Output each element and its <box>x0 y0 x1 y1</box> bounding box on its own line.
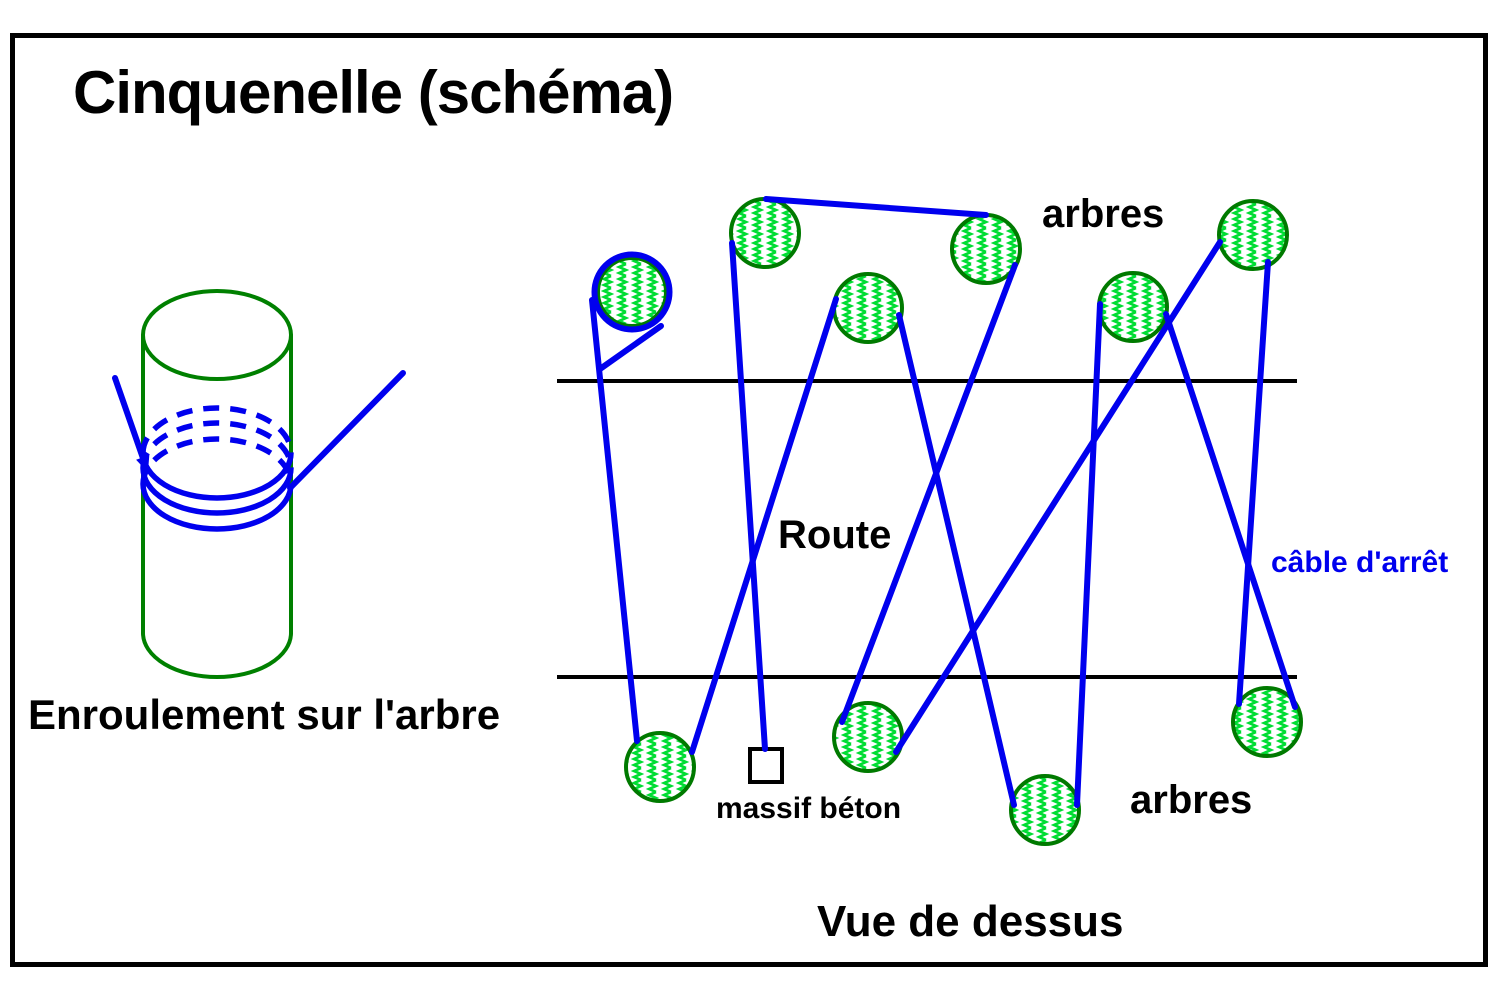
cable-segment-tree-b2-tree-t6 <box>893 239 1223 755</box>
cable-segment-tree-t2-tree-t4 <box>763 196 989 218</box>
trees-label-bottom: arbres <box>1130 778 1253 822</box>
page-title: Cinquenelle (schéma) <box>73 59 674 126</box>
top-view-caption: Vue de dessus <box>817 897 1124 946</box>
tree-t3 <box>832 272 904 344</box>
tree-t5 <box>1097 271 1169 343</box>
tree-b3 <box>1009 774 1081 846</box>
outer-frame <box>10 33 1488 967</box>
left-figure-caption: Enroulement sur l'arbre <box>28 691 501 738</box>
cable-segment-tree-t4-tree-b2 <box>839 262 1018 725</box>
concrete-anchor-block <box>748 747 784 784</box>
cable-wrap-back-3 <box>140 436 294 485</box>
cable-segment-anchor-block-tree-t2 <box>729 240 768 752</box>
trees-label-top: arbres <box>1042 192 1165 236</box>
tree-b1 <box>624 731 696 803</box>
trunk-bottom-arc <box>141 632 293 679</box>
cable-segment-tree-b3-tree-t3 <box>896 312 1017 808</box>
cable-segment-tree-t3-tree-b1 <box>689 296 839 755</box>
road-label: Route <box>778 513 892 557</box>
cable-wrap-back-2 <box>140 420 294 469</box>
cable-wrap-front-2 <box>140 467 294 516</box>
stop-cable-label: câble d'arrêt <box>1271 546 1449 579</box>
tree-t1 <box>596 256 668 328</box>
cable-arrowhead <box>136 455 150 473</box>
cable-segment-tree-t5-tree-b3 <box>1074 301 1103 808</box>
cable-segment-tree-t6-tree-b4 <box>1236 259 1271 707</box>
concrete-anchor-label: massif béton <box>716 792 902 825</box>
cable-segment-tree-b4-tree-t5 <box>1163 311 1298 710</box>
cable-lead-out <box>287 370 406 491</box>
cable-end-loop <box>591 251 673 333</box>
tree-t2 <box>729 197 801 269</box>
cable-wrap-front-3 <box>140 483 294 532</box>
tree-t6 <box>1217 199 1289 271</box>
cable-lead-in <box>112 375 148 467</box>
tree-b4 <box>1231 686 1303 758</box>
cable-wrap-front-1 <box>140 452 294 501</box>
cable-segment-tree-b1-end-loop <box>589 297 640 744</box>
cable-wrap-back-1 <box>140 405 294 454</box>
trunk-top-ellipse <box>141 289 293 381</box>
cable-segment-end-loop-tail-riser <box>597 323 664 372</box>
